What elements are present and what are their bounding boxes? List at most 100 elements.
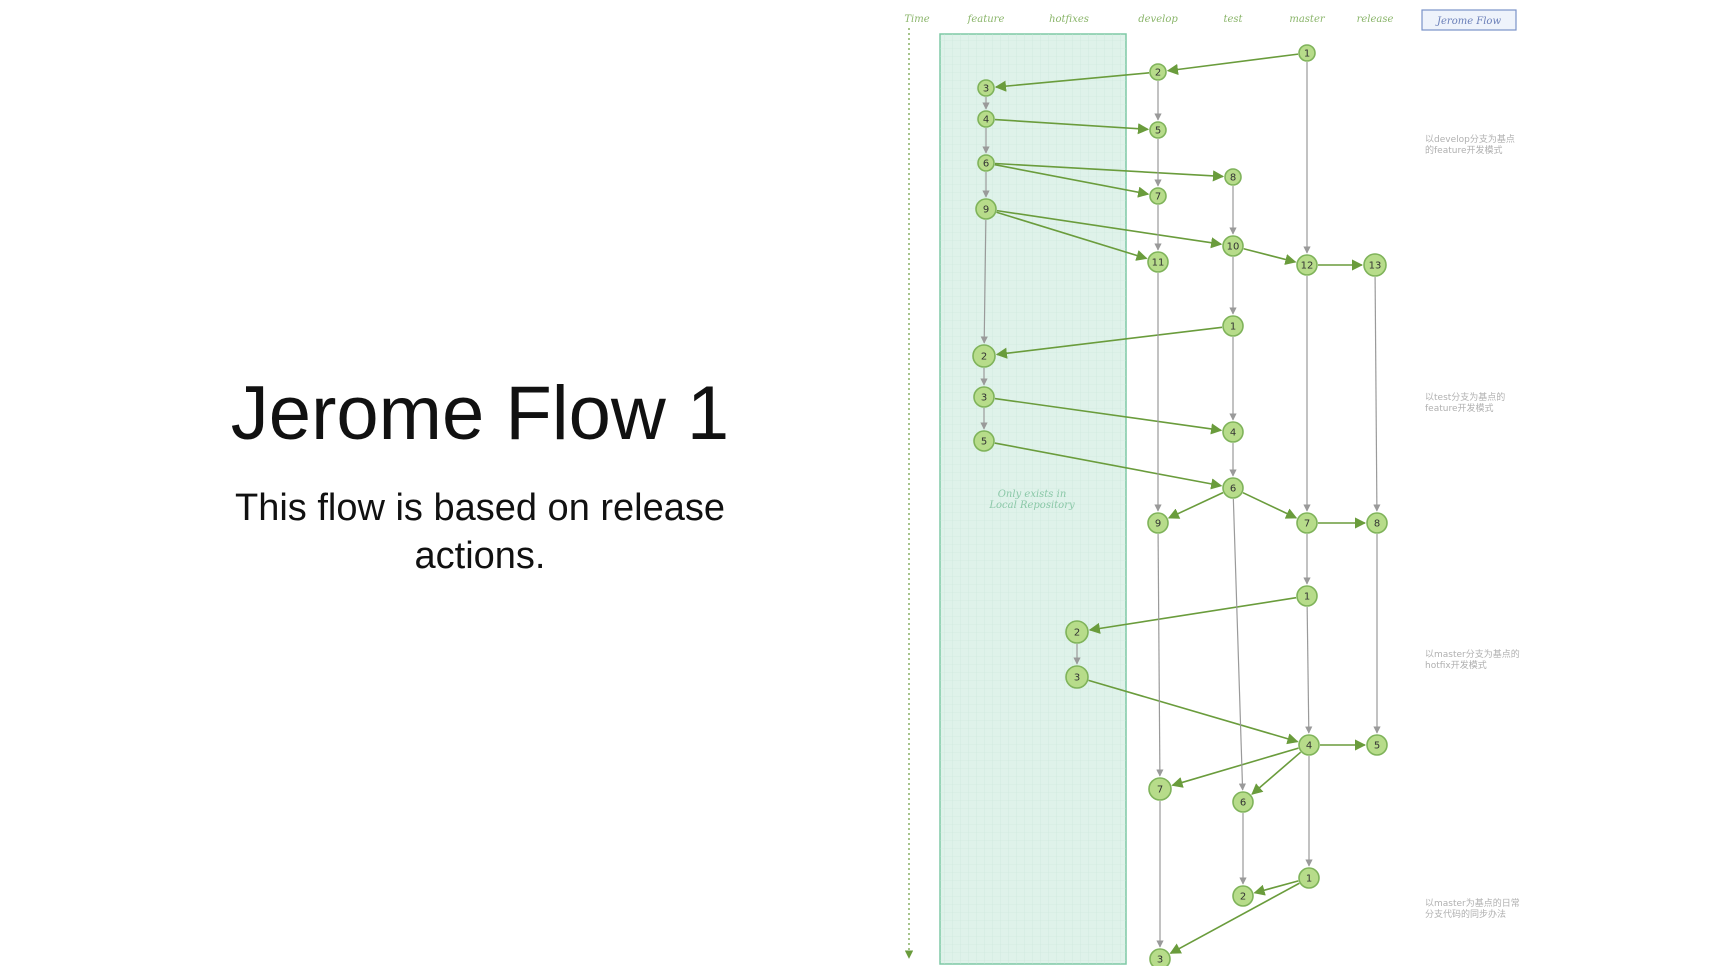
edge-m1c-to-t2c — [1253, 880, 1299, 896]
node-circle — [977, 110, 995, 128]
node-circle — [1147, 512, 1169, 534]
slide-subtitle: This flow is based on release actions. — [234, 487, 726, 577]
node-m1: 1 — [1298, 44, 1316, 62]
node-circle — [1222, 235, 1244, 257]
node-label: 1 — [1306, 874, 1312, 885]
node-f9: 9 — [975, 198, 997, 220]
edge-f9-to-t10 — [996, 209, 1223, 249]
edge-d9-to-d7b — [1156, 533, 1164, 777]
edge-m1c-to-d3c — [1169, 882, 1300, 954]
note-test-feature: 以test分支为基点的 feature开发模式 — [1425, 391, 1505, 414]
node-f3: 3 — [977, 79, 995, 97]
node-circle — [1222, 477, 1244, 499]
node-t1: 1 — [1222, 315, 1244, 337]
local-region-label-line1: Only exists in — [998, 489, 1067, 500]
node-circle — [1366, 512, 1388, 534]
svg-text:hotfix开发模式: hotfix开发模式 — [1425, 659, 1487, 671]
node-label: 11 — [1152, 258, 1165, 269]
node-r13: 13 — [1363, 253, 1387, 277]
node-t6: 6 — [1222, 477, 1244, 499]
node-h3: 3 — [1065, 665, 1089, 689]
node-circle — [1363, 253, 1387, 277]
node-label: 2 — [1240, 892, 1246, 903]
node-circle — [977, 154, 995, 172]
node-r5: 5 — [1366, 734, 1388, 756]
node-f6: 6 — [977, 154, 995, 172]
node-d2: 2 — [1149, 63, 1167, 81]
node-circle — [1298, 44, 1316, 62]
node-circle — [1222, 315, 1244, 337]
lane-header-feature: feature — [967, 14, 1005, 25]
node-label: 9 — [1155, 519, 1161, 530]
edge-m4-to-d7b — [1171, 747, 1299, 788]
edge-t1-to-f2b — [995, 326, 1223, 359]
node-circle — [975, 198, 997, 220]
edge-d2-to-f3 — [994, 72, 1150, 92]
svg-text:以master分支为基点的: 以master分支为基点的 — [1425, 648, 1520, 660]
node-label: 8 — [1230, 173, 1236, 184]
lane-header-hotfixes: hotfixes — [1049, 14, 1089, 25]
node-label: 5 — [981, 437, 987, 448]
node-t2c: 2 — [1232, 885, 1254, 907]
lane-header-develop: develop — [1138, 14, 1178, 25]
node-f4: 4 — [977, 110, 995, 128]
node-m1b: 1 — [1296, 585, 1318, 607]
node-label: 7 — [1155, 192, 1161, 203]
node-f2b: 2 — [972, 344, 996, 368]
node-h2: 2 — [1065, 620, 1089, 644]
node-label: 4 — [983, 115, 989, 126]
node-circle — [972, 344, 996, 368]
node-label: 5 — [1155, 126, 1161, 137]
node-t8: 8 — [1224, 168, 1242, 186]
node-circle — [1366, 734, 1388, 756]
node-label: 10 — [1227, 242, 1240, 253]
node-label: 2 — [981, 352, 987, 363]
svg-text:的feature开发模式: 的feature开发模式 — [1425, 144, 1503, 156]
local-region-label-line2: Local Repository — [988, 500, 1075, 511]
node-label: 7 — [1304, 519, 1310, 530]
node-label: 6 — [1230, 484, 1236, 495]
node-circle — [1065, 620, 1089, 644]
node-m4: 4 — [1298, 734, 1320, 756]
node-label: 7 — [1157, 785, 1163, 796]
edge-h3-to-m4 — [1088, 679, 1299, 745]
node-t6b: 6 — [1232, 791, 1254, 813]
svg-text:以test分支为基点的: 以test分支为基点的 — [1425, 391, 1505, 403]
node-circle — [1232, 791, 1254, 813]
node-r8: 8 — [1366, 512, 1388, 534]
slide-title: Jerome Flow 1 — [230, 371, 730, 456]
node-circle — [973, 386, 995, 408]
edge-m4-to-t6b — [1251, 751, 1302, 795]
node-label: 1 — [1304, 49, 1310, 60]
lane-header-time: Time — [904, 14, 929, 25]
edge-f3b-to-t4 — [994, 397, 1223, 435]
lane-header-release: release — [1357, 14, 1394, 25]
node-circle — [1298, 734, 1320, 756]
edge-f6-to-t8 — [994, 162, 1225, 182]
node-label: 5 — [1374, 741, 1380, 752]
node-circle — [973, 430, 995, 452]
edge-r13-to-r8 — [1373, 276, 1381, 512]
node-f3b: 3 — [973, 386, 995, 408]
node-d7b: 7 — [1148, 777, 1172, 801]
edge-f4-to-d5 — [994, 118, 1150, 135]
node-circle — [1298, 867, 1320, 889]
node-d11: 11 — [1147, 251, 1169, 273]
svg-text:以develop分支为基点: 以develop分支为基点 — [1425, 133, 1515, 145]
node-circle — [1065, 665, 1089, 689]
node-label: 1 — [1230, 322, 1236, 333]
node-label: 3 — [981, 393, 987, 404]
node-d3c: 3 — [1149, 948, 1171, 966]
edge-f6-to-d7 — [994, 163, 1150, 198]
node-label: 4 — [1306, 741, 1312, 752]
node-circle — [1296, 585, 1318, 607]
node-label: 8 — [1374, 519, 1380, 530]
node-t4: 4 — [1222, 421, 1244, 443]
node-label: 12 — [1301, 261, 1314, 272]
local-repository-grid — [940, 34, 1126, 964]
node-label: 2 — [1155, 68, 1161, 79]
node-label: 1 — [1304, 592, 1310, 603]
node-circle — [1149, 121, 1167, 139]
node-m1c: 1 — [1298, 867, 1320, 889]
node-label: 6 — [983, 159, 989, 170]
